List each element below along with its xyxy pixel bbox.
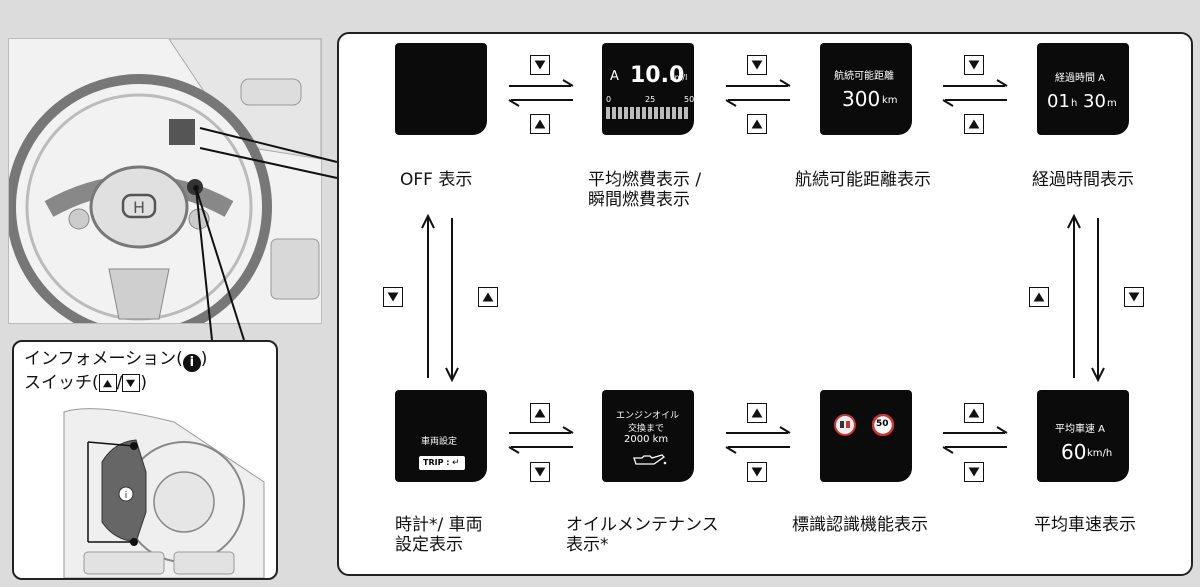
off-label: OFF 表示 bbox=[400, 170, 473, 190]
fuel-value: 10.0 bbox=[630, 63, 685, 88]
fuel-tick-0: 0 bbox=[606, 95, 612, 104]
double-arrow-range-elapsed bbox=[942, 79, 1008, 107]
double-arrow-elapsed-speed bbox=[1067, 213, 1105, 383]
switch-slash: / bbox=[116, 373, 123, 393]
speed-value: 60 bbox=[1061, 440, 1087, 464]
up-button-icon bbox=[478, 287, 498, 307]
switch-line2-text: スイッチ( bbox=[24, 373, 99, 393]
up-button-icon bbox=[98, 374, 117, 392]
range-value: 300 bbox=[842, 87, 881, 111]
info-icon: i bbox=[182, 354, 201, 372]
switch-caption-line2: スイッチ( /) bbox=[24, 372, 147, 394]
switch-line2-end: ) bbox=[140, 373, 148, 393]
range-unit: km bbox=[882, 95, 898, 106]
no-overtaking-sign-icon bbox=[834, 414, 856, 436]
double-arrow-oil-sign bbox=[725, 426, 791, 454]
range-title: 航続可能距離 bbox=[834, 71, 894, 82]
range-label: 航続可能距離表示 bbox=[795, 170, 931, 190]
oil-label-line1: オイルメンテナンス bbox=[566, 515, 719, 535]
double-arrow-fuel-range bbox=[725, 79, 791, 107]
double-arrow-off-fuel bbox=[508, 79, 574, 107]
down-button-icon bbox=[1124, 287, 1144, 307]
up-button-icon bbox=[747, 403, 767, 423]
average-speed-screen: 平均車速 A 60 km/h bbox=[1037, 390, 1129, 482]
steering-wheel-photo: H bbox=[8, 38, 322, 324]
oil-can-icon bbox=[633, 454, 667, 465]
oil-label-line2: 表示* bbox=[566, 535, 609, 555]
speed-label: 平均車速表示 bbox=[1034, 515, 1136, 535]
info-glyph: i bbox=[189, 355, 195, 370]
fuel-bar-graph bbox=[606, 107, 688, 119]
fuel-unit: km/l bbox=[670, 73, 688, 82]
enter-icon: ↵ bbox=[452, 458, 460, 468]
fuel-label-line2: 瞬間燃費表示 bbox=[588, 190, 690, 210]
down-button-icon bbox=[964, 462, 984, 482]
elapsed-m-unit: m bbox=[1107, 98, 1117, 109]
elapsed-hours: 01 bbox=[1047, 91, 1070, 112]
trip-badge: TRIP : ↵ bbox=[419, 456, 465, 470]
fuel-economy-screen: A 10.0 km/l 0 25 50 bbox=[602, 43, 694, 135]
oil-line1: エンジンオイル bbox=[616, 411, 680, 421]
down-button-icon bbox=[964, 55, 984, 75]
fuel-mode: A bbox=[610, 69, 619, 84]
trip-label: TRIP : bbox=[423, 458, 450, 467]
fuel-tick-25: 25 bbox=[645, 95, 656, 104]
switch-line1-end: ) bbox=[200, 349, 208, 369]
steering-wheel-illustration: H bbox=[9, 39, 321, 323]
double-arrow-sign-speed bbox=[942, 426, 1008, 454]
up-button-icon bbox=[747, 114, 767, 134]
clock-vehicle-settings-screen: 車両設定 TRIP : ↵ bbox=[395, 390, 487, 482]
clock-label-line1: 時計*/ 車両 bbox=[395, 515, 483, 535]
svg-text:H: H bbox=[133, 198, 145, 217]
fuel-label-line1: 平均燃費表示 / bbox=[588, 170, 702, 190]
traffic-sign-screen: 50 bbox=[820, 390, 912, 482]
down-button-icon bbox=[747, 462, 767, 482]
oil-maintenance-screen: エンジンオイル 交換まで 2000 km bbox=[602, 390, 694, 482]
elapsed-label: 経過時間表示 bbox=[1032, 170, 1134, 190]
clock-title: 車両設定 bbox=[421, 437, 458, 447]
up-button-icon bbox=[530, 403, 550, 423]
elapsed-title: 経過時間 A bbox=[1055, 73, 1106, 84]
speed-unit: km/h bbox=[1087, 448, 1113, 459]
down-button-icon bbox=[747, 55, 767, 75]
svg-text:i: i bbox=[125, 491, 128, 501]
down-button-icon bbox=[530, 462, 550, 482]
speed-limit-sign-icon bbox=[872, 414, 894, 436]
double-arrow-off-clock bbox=[421, 213, 459, 383]
range-screen: 航続可能距離 300 km bbox=[820, 43, 912, 135]
clock-label-line2: 設定表示 bbox=[395, 535, 463, 555]
oil-line2: 交換まで bbox=[628, 424, 665, 434]
information-switch-callout: インフォメーション( i) スイッチ( /) i bbox=[12, 340, 278, 580]
up-button-icon bbox=[1029, 287, 1049, 307]
double-arrow-clock-oil bbox=[508, 426, 574, 454]
speed-limit-value: 50 bbox=[876, 419, 889, 429]
up-button-icon bbox=[530, 114, 550, 134]
steering-switch-closeup: i bbox=[63, 408, 265, 578]
off-screen bbox=[395, 43, 487, 135]
oil-line3: 2000 km bbox=[624, 434, 669, 445]
elapsed-h-unit: h bbox=[1071, 98, 1078, 109]
up-button-icon bbox=[964, 114, 984, 134]
down-button-icon bbox=[383, 287, 403, 307]
up-button-icon bbox=[964, 403, 984, 423]
down-button-icon bbox=[530, 55, 550, 75]
elapsed-time-screen: 経過時間 A 01 h 30 m bbox=[1037, 43, 1129, 135]
switch-line1-text: インフォメーション( bbox=[24, 349, 183, 369]
elapsed-minutes: 30 bbox=[1083, 91, 1106, 112]
switch-caption-line1: インフォメーション( i) bbox=[24, 348, 207, 372]
down-button-icon bbox=[122, 374, 141, 392]
speed-title: 平均車速 A bbox=[1055, 424, 1106, 435]
fuel-tick-50: 50 bbox=[684, 95, 695, 104]
sign-label: 標識認識機能表示 bbox=[792, 515, 928, 535]
